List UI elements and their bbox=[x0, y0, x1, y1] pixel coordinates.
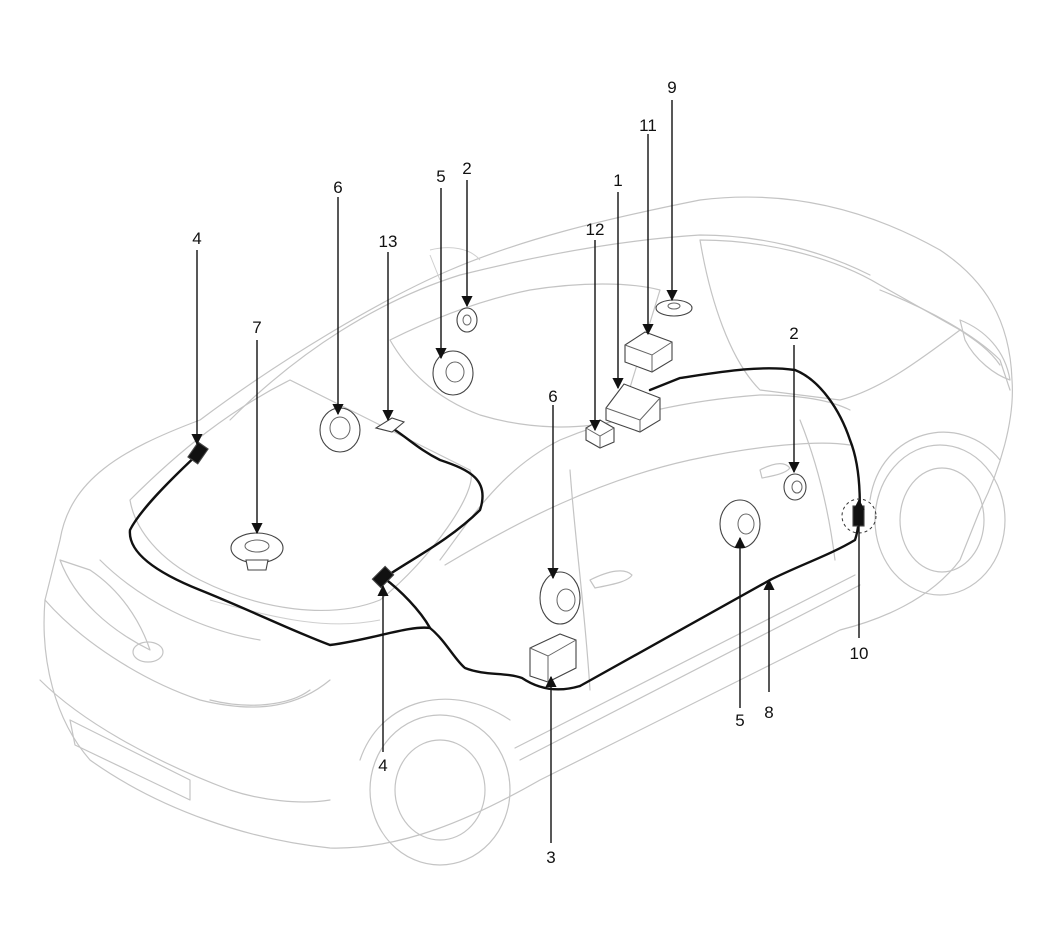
callout-2-front: 2 bbox=[789, 324, 798, 343]
front-door-speaker bbox=[719, 499, 761, 549]
audio-components bbox=[187, 299, 877, 683]
harness-side bbox=[578, 367, 861, 688]
callout-5-front: 5 bbox=[735, 711, 744, 730]
leader-lines bbox=[191, 100, 865, 843]
callout-9: 9 bbox=[667, 78, 676, 97]
callout-3: 3 bbox=[546, 848, 555, 867]
callout-8: 8 bbox=[764, 703, 773, 722]
callout-5-top: 5 bbox=[436, 167, 445, 186]
callout-4-rear: 4 bbox=[192, 229, 201, 248]
rear-door-speaker bbox=[539, 571, 581, 625]
callout-6-door: 6 bbox=[548, 387, 557, 406]
wiring-harness bbox=[128, 367, 861, 691]
harness-rear-loop bbox=[128, 450, 582, 691]
amplifier bbox=[624, 331, 673, 373]
harness-upper bbox=[382, 428, 484, 580]
antenna bbox=[374, 417, 406, 433]
callout-7: 7 bbox=[252, 318, 261, 337]
callout-2-top: 2 bbox=[462, 159, 471, 178]
callout-13: 13 bbox=[379, 232, 398, 251]
module-box bbox=[585, 419, 615, 449]
callout-11: 11 bbox=[639, 116, 657, 135]
callout-1: 1 bbox=[613, 171, 622, 190]
subwoofer bbox=[230, 532, 284, 571]
harness-trunk bbox=[382, 576, 432, 630]
callout-4-trunk: 4 bbox=[378, 756, 387, 775]
callout-10: 10 bbox=[850, 644, 869, 663]
tweeter-top bbox=[456, 307, 478, 333]
rear-speaker-left bbox=[319, 407, 361, 453]
side-amplifier bbox=[529, 633, 577, 683]
connector-trunk bbox=[371, 565, 395, 589]
door-speaker-top bbox=[432, 350, 474, 396]
connector-rear-left bbox=[187, 441, 209, 465]
callout-numbers: 1 2 2 3 4 4 5 5 6 6 7 8 9 10 11 12 13 bbox=[192, 78, 868, 867]
callout-6-rear: 6 bbox=[333, 178, 342, 197]
tweeter-front bbox=[783, 473, 807, 501]
callout-12: 12 bbox=[586, 220, 605, 239]
head-unit bbox=[605, 383, 661, 433]
center-speaker bbox=[655, 299, 693, 317]
